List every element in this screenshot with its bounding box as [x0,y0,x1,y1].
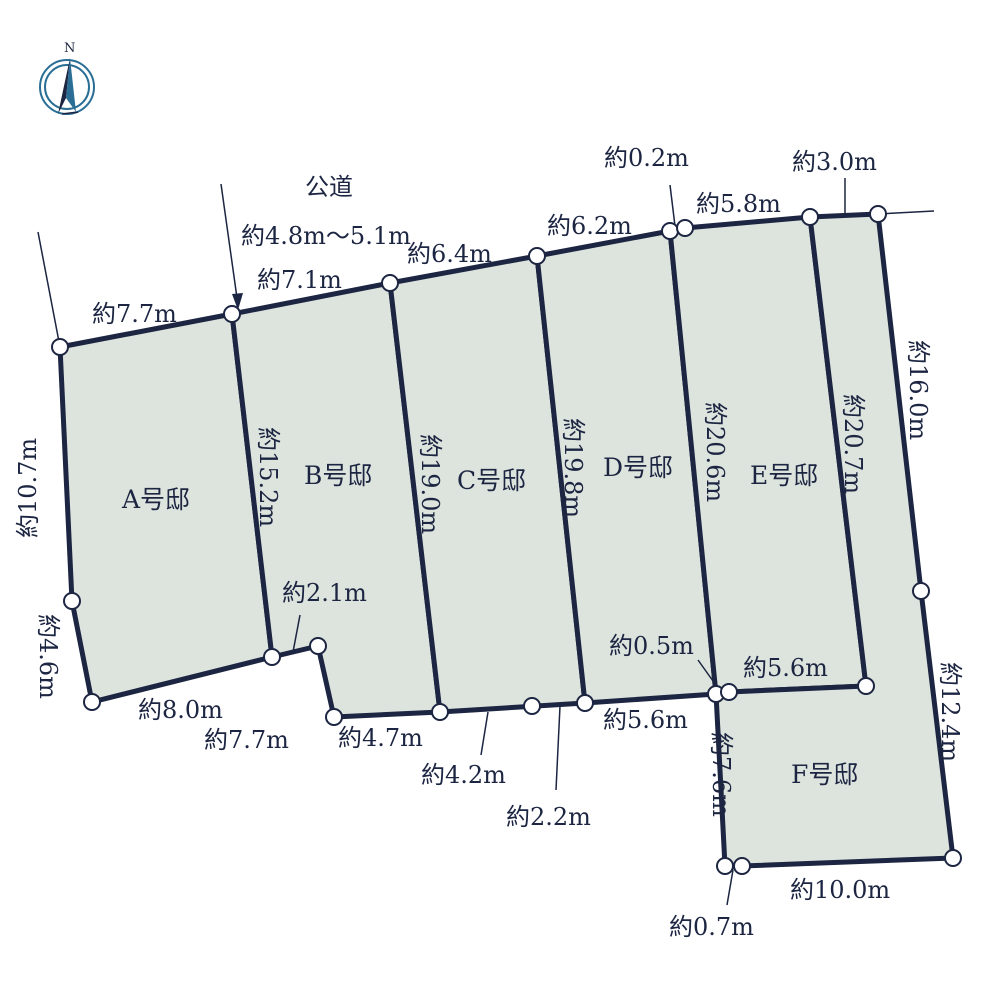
lot-a [57,311,275,705]
dim-b-front: 約7.1m [257,266,342,294]
dim-f-east-lower: 約12.4m [936,662,964,762]
dim-f-west: 約7.6m [707,732,735,817]
dim-d-rear: 約5.6m [603,706,688,734]
road-width: 約4.8m〜5.1m [241,222,411,250]
leader-line [292,614,301,653]
dim-f-front: 約3.0m [792,148,877,176]
north-arrow-icon: N [39,41,95,115]
dim-cd-side: 約19.8m [559,418,587,518]
leader-line [669,184,676,227]
dim-de-side: 約20.6m [701,402,729,502]
road-arrow-icon [220,183,243,310]
dim-bc-side: 約19.0m [416,434,444,534]
dim-d-rear-small: 約2.2m [506,803,591,831]
dim-d-front: 約6.2m [547,212,632,240]
leader-line [726,869,734,906]
lot-a-label: A号邸 [121,485,190,514]
dim-a-west: 約10.7m [14,438,42,538]
dim-front-jog: 約0.2m [604,144,689,172]
road-edge-line [37,231,61,348]
lot-e-label: E号邸 [750,461,818,490]
dim-ab-side: 約15.2m [254,427,282,527]
dim-f-rear-jog: 約0.7m [669,913,754,941]
compass-north-label: N [64,41,75,56]
survey-points [51,205,962,875]
dim-b-rear: 約4.7m [338,724,423,752]
dim-e-front: 約5.8m [696,190,781,218]
leader-line [480,711,489,756]
dim-f-east-upper: 約16.0m [904,340,932,440]
dim-f-rear: 約10.0m [790,876,890,904]
dim-c-front: 約6.4m [407,240,492,268]
dim-a-front: 約7.7m [92,300,177,328]
lot-c-label: C号邸 [457,466,526,495]
road-edge-line [877,210,935,215]
dim-e-rear-jog: 約0.5m [609,632,694,660]
leader-line [555,705,561,791]
lot-b-label: B号邸 [304,461,372,490]
leader-line [697,659,719,689]
dim-c-rear: 約4.2m [421,761,506,789]
dim-a-rear: 約8.0m [138,696,223,724]
lot-f-label: F号邸 [791,760,858,789]
dim-a-west-lower: 約4.6m [34,614,62,699]
road-title: 公道 [305,173,353,201]
dim-ef-side: 約20.7m [839,394,867,494]
lot-d-label: D号邸 [603,453,673,482]
dim-e-rear: 約5.6m [743,654,828,682]
dim-b-rear-slant: 約7.7m [204,726,289,754]
dim-b-notch: 約2.1m [282,579,367,607]
